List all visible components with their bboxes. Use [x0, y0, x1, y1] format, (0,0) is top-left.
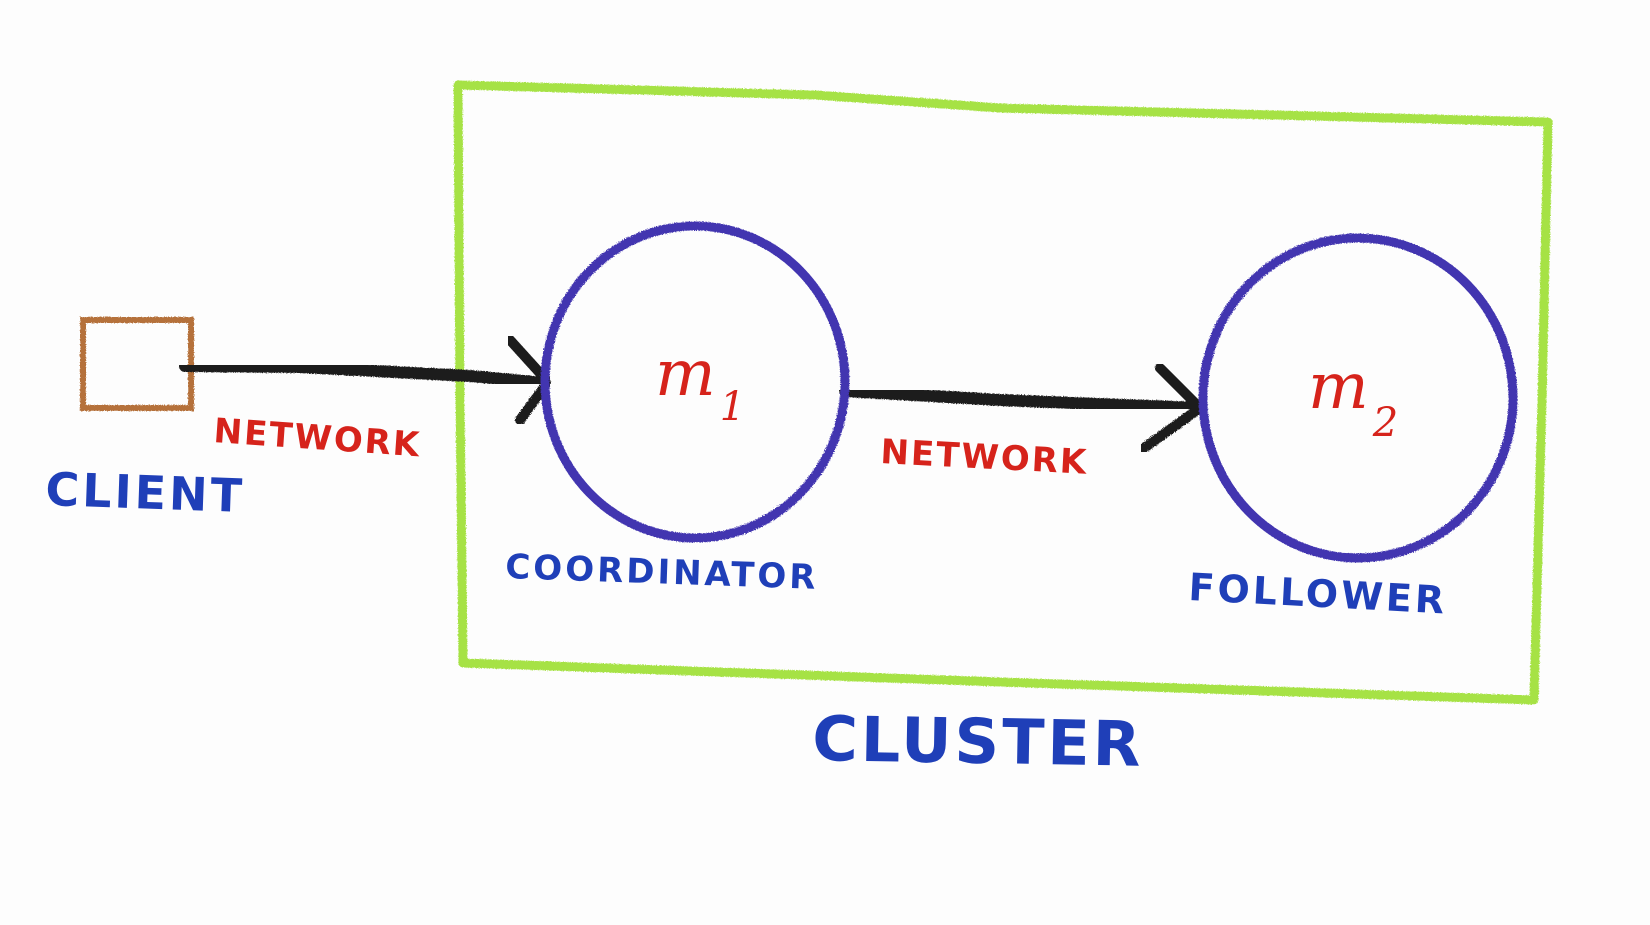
- node-circle-m2: [1198, 233, 1518, 563]
- arrow-m1-to-m2: [839, 385, 1206, 414]
- arrow-client-to-m1: [179, 360, 551, 389]
- node-role-m2: FOLLOWER: [1188, 565, 1449, 622]
- node-sub-m1: 1: [720, 384, 745, 430]
- edge-label-m1-to-m2: NETWORK: [880, 432, 1090, 483]
- edge-label-client-to-m1: NETWORK: [212, 411, 422, 465]
- cluster-label: CLUSTER: [812, 702, 1144, 781]
- cluster-box: [453, 80, 1553, 705]
- node-circle-m1: [540, 221, 850, 543]
- node-role-m1: COORDINATOR: [505, 547, 819, 598]
- client-box: [80, 317, 194, 411]
- node-sub-m2: 2: [1372, 400, 1398, 446]
- client-label: CLIENT: [45, 462, 246, 523]
